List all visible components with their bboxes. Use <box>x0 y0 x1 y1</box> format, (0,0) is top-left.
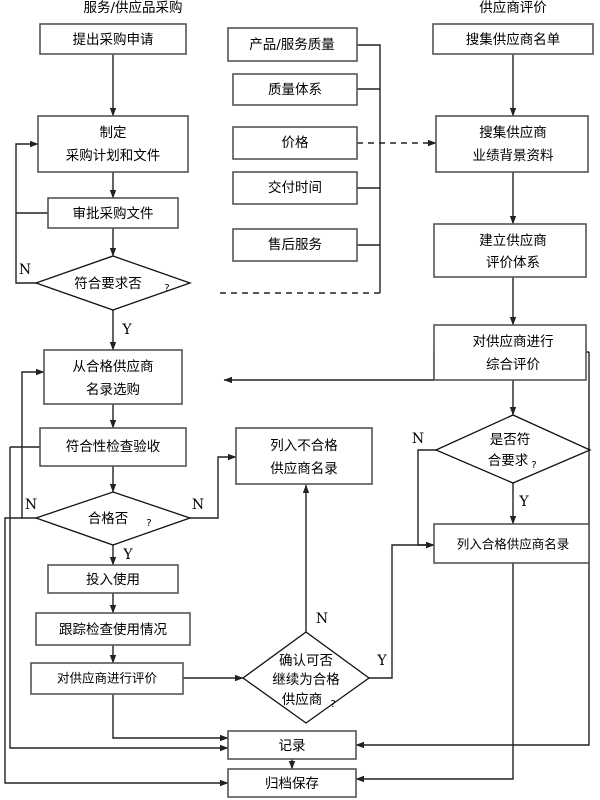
node-conformity-inspection[interactable]: 符合性检查验收 <box>39 427 187 467</box>
node-label: 记录 <box>279 738 306 754</box>
criteria-delivery-time[interactable]: 交付时间 <box>232 171 358 205</box>
branch-label-yes-1: Y <box>121 322 132 338</box>
decision-label-line3: 供应商 <box>282 691 323 708</box>
edges-criteria-group <box>218 44 437 294</box>
node-label-line2: 业绩背景资料 <box>473 148 554 164</box>
branch-label-no-2b: N <box>192 497 204 513</box>
node-evaluate-supplier[interactable]: 对供应商进行评价 <box>30 662 184 695</box>
node-collect-performance-background[interactable]: 搜集供应商 业绩背景资料 <box>435 115 589 173</box>
criteria-label: 价格 <box>282 135 309 151</box>
node-label-line1: 搜集供应商 <box>479 124 547 141</box>
question-mark: ? <box>330 699 335 710</box>
node-label-line2: 综合评价 <box>486 357 540 373</box>
node-label-line1: 制定 <box>100 125 127 141</box>
branch-label-yes-2: Y <box>122 547 133 563</box>
node-label-line2: 采购计划和文件 <box>66 148 161 164</box>
node-label-line1: 建立供应商 <box>479 232 547 249</box>
criteria-product-service-quality[interactable]: 产品/服务质量 <box>227 27 358 62</box>
node-archive-save[interactable]: 归档保存 <box>227 768 357 798</box>
criteria-label: 质量体系 <box>268 82 322 98</box>
decision-label: 合格否 <box>88 511 129 527</box>
node-label: 提出采购申请 <box>73 32 154 48</box>
decision-is-qualified[interactable]: 合格否 ? <box>34 491 192 546</box>
criteria-quality-system[interactable]: 质量体系 <box>232 73 358 106</box>
branch-label-yes-3: Y <box>518 494 529 510</box>
edges-middle-bottom <box>4 447 435 787</box>
criteria-label: 产品/服务质量 <box>249 37 335 53</box>
criteria-label: 交付时间 <box>268 179 322 196</box>
branch-label-no-3: N <box>412 431 424 447</box>
node-add-to-qualified-list[interactable]: 列入合格供应商名录 <box>433 523 590 564</box>
node-comprehensive-evaluation[interactable]: 对供应商进行 综合评价 <box>433 324 587 381</box>
node-track-usage[interactable]: 跟踪检查使用情况 <box>35 612 191 646</box>
node-label: 归档保存 <box>265 775 319 792</box>
decision-label-line2: 合要求 <box>488 453 529 469</box>
question-mark: ? <box>164 283 169 294</box>
branch-label-no-4: N <box>316 611 328 627</box>
node-approve-purchase-docs[interactable]: 审批采购文件 <box>47 197 179 229</box>
node-label: 跟踪检查使用情况 <box>59 621 167 638</box>
criteria-after-sales-service[interactable]: 售后服务 <box>232 228 358 262</box>
criteria-price[interactable]: 价格 <box>232 126 358 160</box>
node-make-purchase-plan[interactable]: 制定 采购计划和文件 <box>37 115 189 173</box>
node-put-into-use[interactable]: 投入使用 <box>47 564 179 594</box>
branch-label-no-2a: N <box>25 497 37 513</box>
node-label-line2: 名录选购 <box>86 382 140 398</box>
edges-left-column <box>10 54 237 664</box>
decision-label-line1: 是否符 <box>490 432 531 448</box>
node-label-line2: 评价体系 <box>486 255 540 271</box>
node-record[interactable]: 记录 <box>227 730 357 760</box>
node-label: 对供应商进行评价 <box>57 671 158 686</box>
node-submit-purchase-request[interactable]: 提出采购申请 <box>39 23 187 55</box>
node-label: 投入使用 <box>86 571 140 588</box>
node-add-to-unqualified-list[interactable]: 列入不合格 供应商名录 <box>235 427 373 485</box>
node-label-line1: 列入不合格 <box>270 438 338 454</box>
criteria-label: 售后服务 <box>268 237 322 253</box>
node-label: 符合性检查验收 <box>66 439 161 455</box>
node-label: 搜集供应商名单 <box>466 31 561 48</box>
branch-label-yes-4: Y <box>376 653 387 669</box>
node-label-line1: 对供应商进行 <box>473 333 554 350</box>
node-label-line2: 供应商名录 <box>270 460 338 477</box>
decision-meets-requirements[interactable]: 符合要求否 ? <box>34 255 192 311</box>
node-collect-supplier-list[interactable]: 搜集供应商名单 <box>432 23 594 55</box>
node-label: 列入合格供应商名录 <box>457 537 570 552</box>
column-title-left: 服务/供应品采购 <box>83 0 182 16</box>
node-label-line1: 从合格供应商 <box>73 358 154 375</box>
question-mark: ? <box>531 460 536 471</box>
decision-label-line1: 确认可否 <box>279 653 333 669</box>
node-select-from-qualified-list[interactable]: 从合格供应商 名录选购 <box>43 349 183 405</box>
branch-label-no-1: N <box>19 262 31 278</box>
node-label: 审批采购文件 <box>73 206 154 222</box>
decision-continue-as-qualified[interactable]: 确认可否 继续为合格 供应商 ? <box>241 631 371 724</box>
decision-right-meets-requirements[interactable]: 是否符 合要求 ? <box>434 414 592 484</box>
node-build-evaluation-system[interactable]: 建立供应商 评价体系 <box>433 223 587 278</box>
question-mark: ? <box>146 518 151 529</box>
column-title-right: 供应商评价 <box>479 0 547 16</box>
decision-label-line2: 继续为合格 <box>272 672 340 688</box>
decision-label: 符合要求否 <box>74 276 142 292</box>
